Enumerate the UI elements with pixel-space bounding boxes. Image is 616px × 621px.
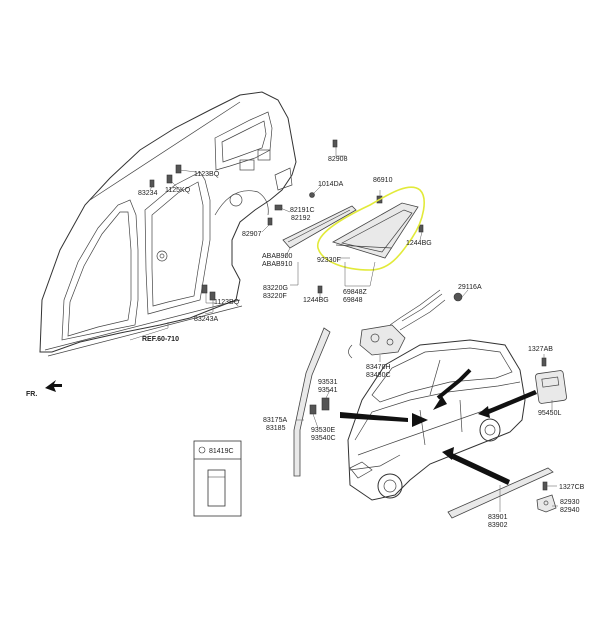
label-1327cb: 1327CB bbox=[559, 484, 585, 491]
body-side-panel bbox=[39, 91, 297, 357]
caution-label-icon bbox=[207, 469, 226, 507]
label-83480c: 83480C bbox=[366, 372, 391, 379]
clip-1123bq bbox=[175, 164, 182, 174]
label-83470h: 83470H bbox=[366, 364, 391, 371]
label-82930: 82930 bbox=[560, 499, 580, 506]
bolt-1327ab bbox=[541, 357, 547, 367]
legend-number-icon bbox=[198, 446, 206, 454]
label-83175a: 83175A bbox=[263, 417, 287, 424]
callout-arrows bbox=[340, 368, 537, 485]
label-83243a: 83243A bbox=[194, 316, 218, 323]
switch-parts bbox=[309, 397, 330, 415]
door-channel-rail bbox=[293, 327, 331, 477]
clip-83234 bbox=[149, 179, 155, 188]
label-1244bg-right: 1244BG bbox=[406, 240, 432, 247]
label-86910: 86910 bbox=[373, 177, 393, 184]
label-83220g: 83220G bbox=[263, 285, 288, 292]
front-direction-arrow bbox=[45, 380, 62, 392]
label-abab910: ABAB910 bbox=[262, 261, 292, 268]
callout-arrow-right bbox=[482, 390, 537, 416]
label-ref: REF.60-710 bbox=[142, 336, 179, 343]
callout-arrow-top bbox=[436, 368, 472, 400]
label-69848z: 69848Z bbox=[343, 289, 367, 296]
label-83901: 83901 bbox=[488, 514, 508, 521]
side-moulding bbox=[447, 467, 554, 519]
label-83185: 83185 bbox=[266, 425, 286, 432]
switch-93531 bbox=[321, 397, 330, 411]
label-93540c: 93540C bbox=[311, 435, 336, 442]
bolt-1327cb bbox=[542, 481, 548, 491]
label-82908: 82908 bbox=[328, 156, 348, 163]
label-1014da: 1014DA bbox=[318, 181, 344, 188]
label-82191c: 82191C bbox=[290, 207, 315, 214]
control-module bbox=[535, 370, 567, 404]
label-93531: 93531 bbox=[318, 379, 338, 386]
clip-83243a bbox=[209, 291, 216, 301]
nut-29116a bbox=[453, 292, 463, 302]
highlight-outline bbox=[317, 186, 425, 271]
label-1125kq: 1125KQ bbox=[165, 187, 191, 194]
part-labels: 82908 86910 1123BQ 83234 1125KQ 1014DA 8… bbox=[26, 156, 585, 529]
clip-1123bq-low bbox=[201, 284, 208, 294]
label-82907: 82907 bbox=[242, 231, 262, 238]
clip-82907 bbox=[267, 217, 273, 226]
label-69848: 69848 bbox=[343, 297, 363, 304]
leader-lines bbox=[129, 146, 558, 512]
label-1123bq-low: 1123BQ bbox=[214, 299, 240, 306]
label-1123bq-top: 1123BQ bbox=[194, 171, 220, 178]
door-belt-strip bbox=[282, 205, 357, 249]
label-95450l: 95450L bbox=[538, 410, 561, 417]
label-83234: 83234 bbox=[138, 190, 158, 197]
callout-arrow-left bbox=[340, 412, 408, 422]
switch-93530e bbox=[309, 404, 317, 415]
label-83220f: 83220F bbox=[263, 293, 287, 300]
clip-82908 bbox=[332, 139, 338, 148]
latch-assembly bbox=[348, 289, 446, 359]
label-92330f: 92330F bbox=[317, 257, 341, 264]
label-fr: FR. bbox=[26, 391, 37, 398]
label-abab900: ABAB900 bbox=[262, 253, 292, 260]
label-legend-box bbox=[193, 440, 242, 517]
label-82940: 82940 bbox=[560, 507, 580, 514]
label-82192: 82192 bbox=[291, 215, 311, 222]
label-93541: 93541 bbox=[318, 387, 338, 394]
label-93530e: 93530E bbox=[311, 427, 335, 434]
bolt-1244bg-right bbox=[418, 224, 424, 233]
bracket-82930 bbox=[536, 494, 557, 513]
label-81419c: 81419C bbox=[209, 448, 234, 455]
label-1327ab: 1327AB bbox=[528, 346, 553, 353]
label-83902: 83902 bbox=[488, 522, 508, 529]
label-1244bg-left: 1244BG bbox=[303, 297, 329, 304]
highlighted-garnish bbox=[317, 186, 425, 271]
callout-arrow-bottom bbox=[448, 452, 510, 485]
label-29116a: 29116A bbox=[458, 284, 482, 291]
bolt-1244bg-left bbox=[317, 285, 323, 294]
clip-1125kq bbox=[166, 174, 173, 184]
clip-82191c bbox=[274, 204, 283, 211]
